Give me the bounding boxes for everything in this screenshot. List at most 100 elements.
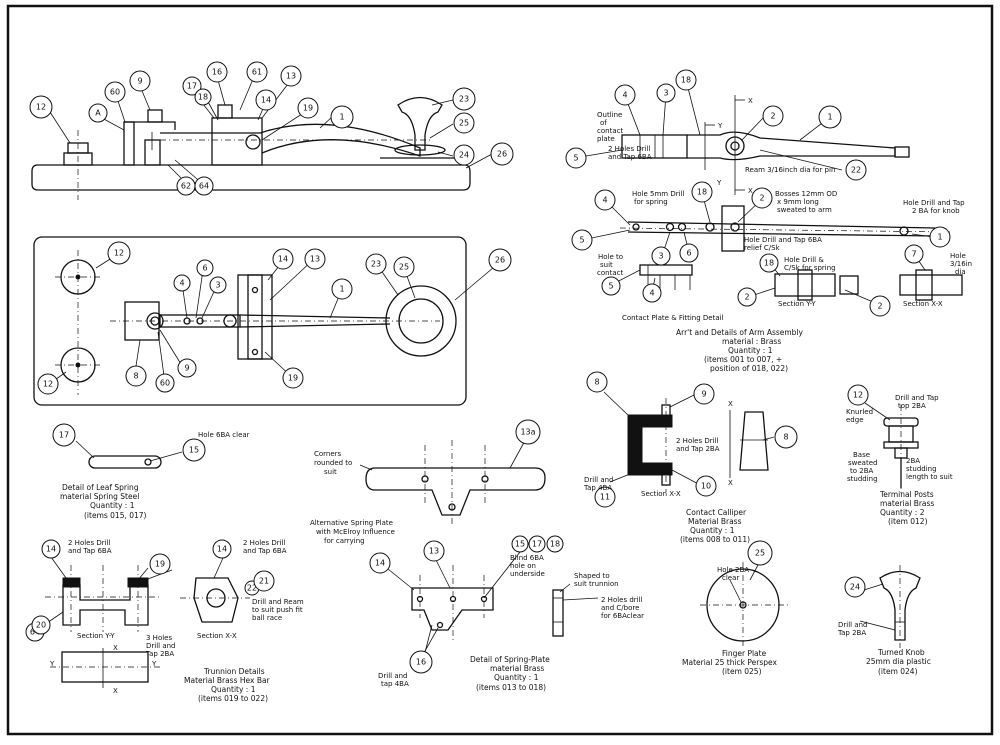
item-balloon: 12 [29, 95, 53, 119]
balloon-number: A [95, 109, 101, 118]
balloon-circle [88, 103, 108, 123]
tr-3holes-2: Drill and [146, 642, 176, 650]
sp-shaped-1: Shaped to [574, 572, 610, 580]
fp-hole-2: clear [722, 574, 739, 582]
item-balloon: 62 [176, 176, 196, 196]
sp-quantity: Quantity : 1 [494, 673, 539, 682]
balloon-number: 23 [459, 95, 469, 104]
balloon-circle [37, 373, 59, 395]
item-balloon: 13 [423, 540, 445, 562]
sp-2holes-2: and C/bore [601, 604, 639, 612]
balloon-number: 7 [911, 250, 916, 259]
balloon-number: 16 [212, 68, 222, 77]
balloon-number: 19 [288, 374, 298, 383]
arm-title: Arr't and Details of Arm Assembly [676, 328, 804, 337]
note-twoholes-2: and Tap 6BA [608, 153, 652, 161]
note-hole5-2: for spring [634, 198, 668, 206]
balloon-number: 26 [495, 256, 505, 265]
balloon-number: 15 [189, 446, 199, 455]
item-balloon: 1 [331, 278, 353, 300]
note-corners-2: rounded to [314, 459, 352, 467]
balloon-number: 2 [744, 293, 749, 302]
balloon-number: 5 [608, 282, 613, 291]
balloon-circle [747, 540, 773, 566]
balloon-number: 4 [179, 279, 184, 288]
tp-base-1: Base [853, 451, 870, 459]
item-balloon: 9 [129, 70, 151, 92]
balloon-circle [369, 552, 391, 574]
balloon-circle [246, 61, 268, 83]
cc-axis-x-bottom: X [728, 479, 733, 487]
item-balloon: 13a [515, 419, 541, 445]
arm-section-yy: Section Y-Y [778, 300, 816, 308]
tp-material: material Brass [880, 499, 934, 508]
balloon-circle [586, 371, 608, 393]
balloon-circle [330, 105, 354, 129]
balloon-number: 18 [550, 540, 560, 549]
item-balloon: 17 [528, 535, 546, 553]
balloon-number: 12 [853, 391, 863, 400]
balloon-number: 1 [339, 113, 344, 122]
item-balloon: 64 [194, 176, 214, 196]
tr-holes-4: and Tap 6BA [243, 547, 287, 555]
tr-axis-y-left: Y [49, 660, 55, 668]
balloon-circle [393, 256, 415, 278]
balloon-circle [255, 89, 277, 111]
item-balloon: 23 [452, 87, 476, 111]
item-balloon: 19 [149, 553, 171, 575]
balloon-number: 5 [579, 236, 584, 245]
sp-items: (items 013 to 018) [476, 683, 546, 692]
balloon-number: 13 [310, 255, 320, 264]
item-balloon: 9 [177, 358, 197, 378]
note-alt-3: for carrying [324, 537, 365, 545]
item-balloon: 16 [409, 650, 433, 674]
balloon-number: 5 [573, 154, 578, 163]
cc-drill-1: Drill and [584, 476, 614, 484]
balloon-number: 2 [770, 112, 775, 121]
balloon-number: 9 [701, 390, 706, 399]
item-balloon: 17 [182, 76, 202, 96]
balloon-number: 60 [110, 88, 120, 97]
note-hole316-2: 3/16in [950, 260, 972, 268]
note-alt-1: Alternative Spring Plate [310, 519, 393, 527]
balloon-number: 16 [416, 658, 426, 667]
item-balloon: 22 [845, 159, 867, 181]
note-outline-4: plate [597, 135, 615, 143]
tp-stud-1: 2BA [906, 457, 920, 465]
leaf-items: (items 015, 017) [84, 511, 147, 520]
item-balloon: 1 [818, 105, 842, 129]
item-balloon: 25 [393, 256, 415, 278]
item-balloon: 14 [369, 552, 391, 574]
balloon-number: 14 [375, 559, 385, 568]
contact-calliper [603, 391, 775, 492]
balloon-circle [196, 259, 214, 277]
balloon-circle [52, 423, 76, 447]
tr-items: (items 019 to 022) [198, 694, 268, 703]
balloon-number: 3 [663, 89, 668, 98]
balloon-number: 1 [937, 233, 942, 242]
note-ream: Ream 3/16inch dia for pin [745, 166, 835, 174]
tr-ream-2: to suit push fit [252, 606, 303, 614]
balloon-circle [182, 438, 206, 462]
balloon-circle [129, 70, 151, 92]
item-balloon: 1 [929, 226, 951, 248]
cc-material: Material Brass [688, 517, 742, 526]
balloon-number: 24 [850, 583, 860, 592]
note-outline-2: of [600, 119, 607, 127]
balloon-circle [212, 539, 232, 559]
item-balloon: 14 [272, 248, 294, 270]
item-balloon: 18 [675, 69, 697, 91]
balloon-number: 25 [755, 549, 765, 558]
balloon-circle [751, 187, 773, 209]
note-corners-1: Corners [314, 450, 342, 458]
terminal-post [864, 402, 919, 494]
tp-knurl-2: edge [846, 416, 864, 424]
balloon-circle [594, 189, 616, 211]
balloon-circle [453, 112, 475, 134]
balloon-circle [675, 69, 697, 91]
tr-title: Trunnion Details [203, 667, 265, 676]
balloon-number: 10 [701, 482, 711, 491]
balloon-number: 6 [202, 264, 207, 273]
balloon-number: 19 [155, 560, 165, 569]
